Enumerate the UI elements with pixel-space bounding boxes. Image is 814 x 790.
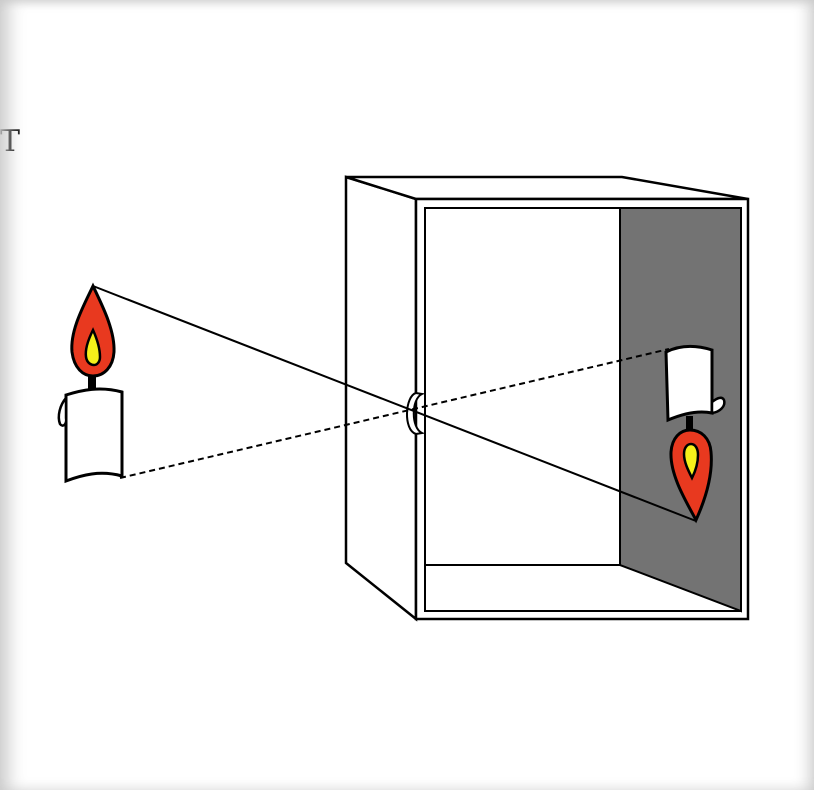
image-candle-body [664, 345, 714, 423]
candle-icon [57, 282, 124, 484]
box-top-face [345, 175, 749, 201]
pinhole-icon [406, 391, 426, 436]
ray-bottom-to-top [119, 348, 670, 479]
image-candle-wick [686, 416, 693, 432]
inverted-candle-icon [664, 345, 726, 524]
image-candle-drip [710, 396, 726, 415]
flame-inner [84, 327, 102, 367]
candle-drip [57, 394, 68, 427]
light-rays [92, 285, 697, 522]
cropped-title-letter: T [0, 124, 21, 159]
ray-top-to-bottom [92, 285, 697, 522]
image-flame-inner [682, 442, 700, 481]
candle-body [64, 387, 124, 484]
candle-wick [88, 370, 96, 390]
